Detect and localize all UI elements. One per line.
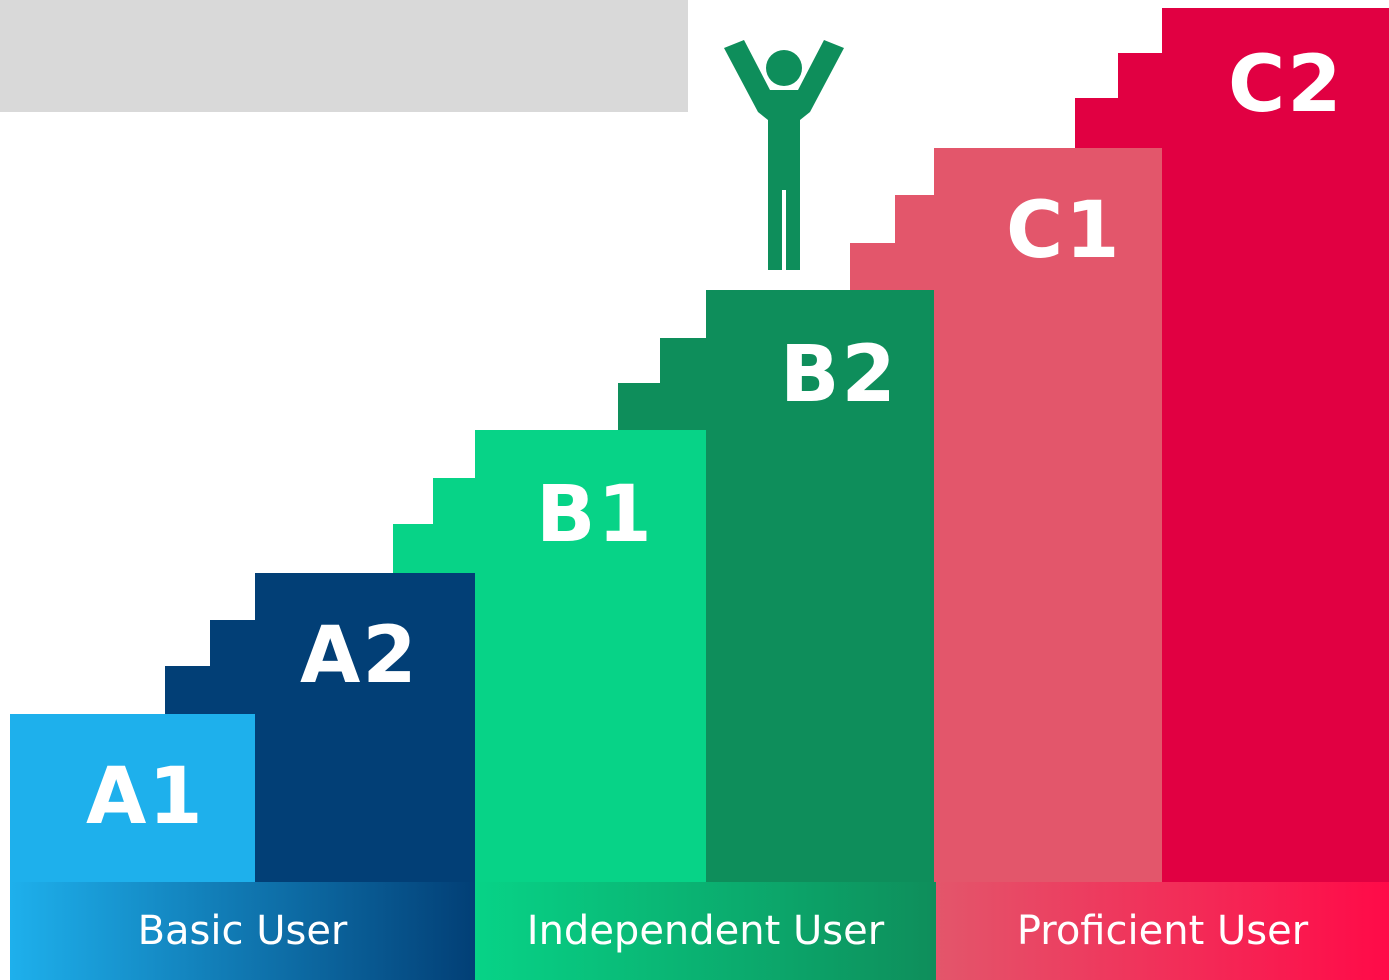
level-label-b2: B2 xyxy=(780,330,898,420)
level-label-a1: A1 xyxy=(86,752,205,842)
group-bar-independent xyxy=(475,882,936,980)
step-b1 xyxy=(393,430,708,882)
step-a1 xyxy=(10,714,260,882)
step-a2 xyxy=(165,573,475,882)
level-label-a2: A2 xyxy=(300,611,419,701)
step-c1 xyxy=(850,148,1167,882)
step-c2 xyxy=(1075,8,1389,882)
group-label-independent-user: Independent User xyxy=(526,908,885,954)
level-label-c1: C1 xyxy=(1006,186,1122,276)
group-label-basic-user: Basic User xyxy=(137,908,348,954)
level-label-c2: C2 xyxy=(1228,40,1344,130)
level-label-b1: B1 xyxy=(536,470,654,560)
group-label-proficient-user: Proficient User xyxy=(1016,908,1309,954)
step-b2 xyxy=(618,290,936,882)
person-arms-raised-icon xyxy=(724,40,844,270)
group-bar-basic xyxy=(10,882,475,980)
group-bar-proficient xyxy=(936,882,1389,980)
top-banner xyxy=(0,0,688,112)
